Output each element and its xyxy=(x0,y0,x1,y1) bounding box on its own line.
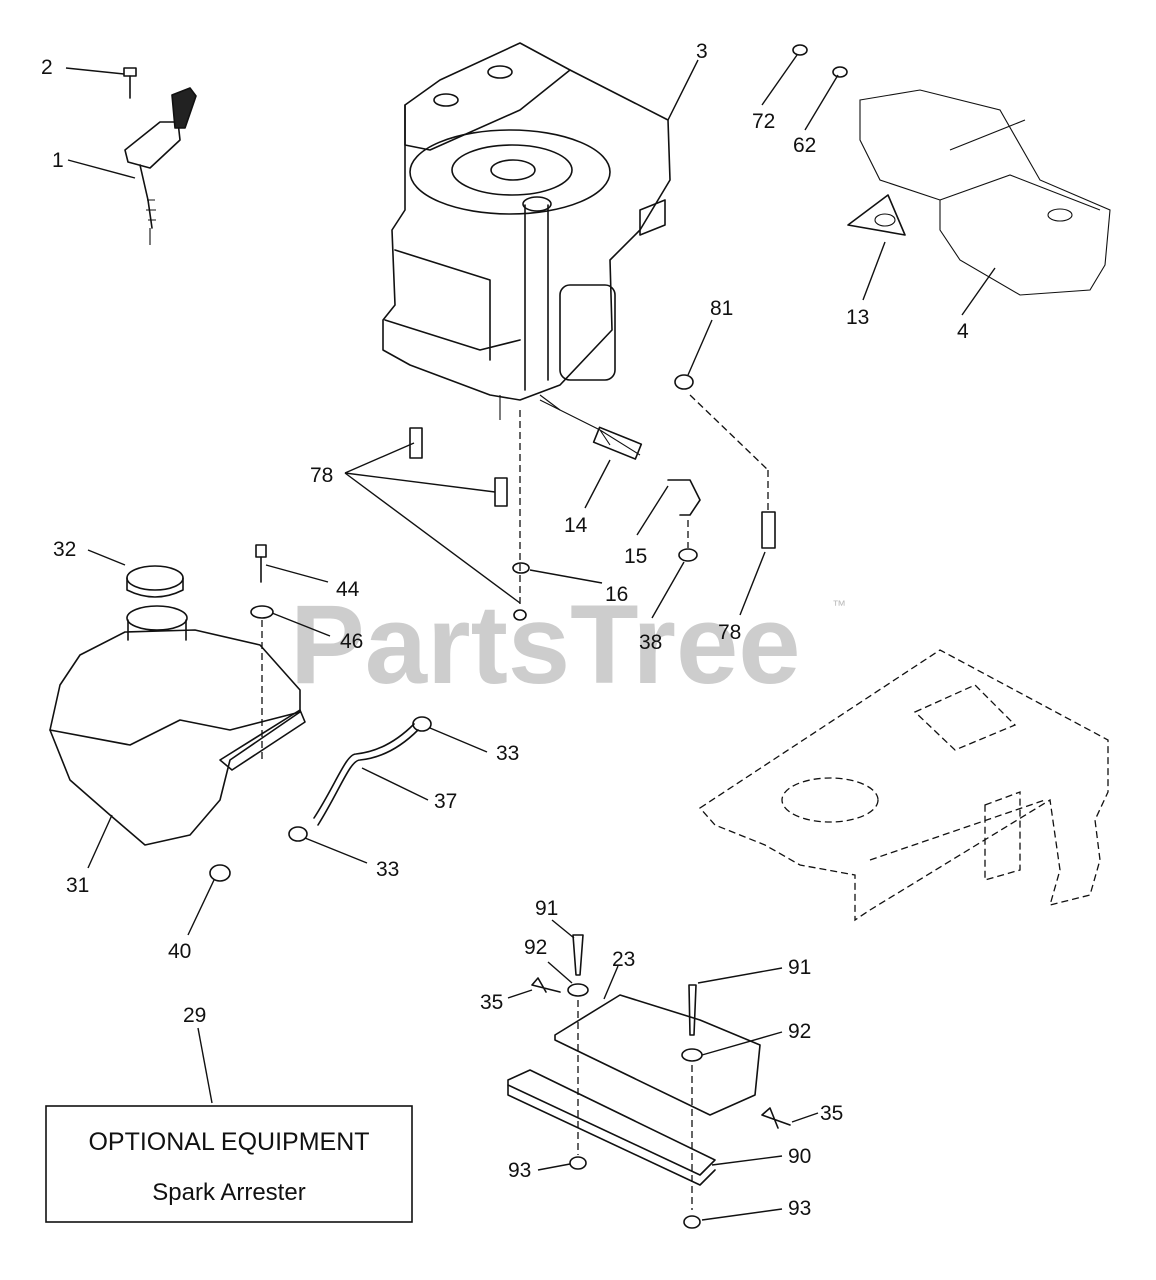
watermark-text: PartsTree xyxy=(290,582,801,707)
callout-90[interactable]: 90 xyxy=(788,1145,811,1168)
optional-equipment-heading: OPTIONAL EQUIPMENT xyxy=(88,1128,369,1156)
fuel-line-part[interactable] xyxy=(288,716,432,842)
callout-4[interactable]: 4 xyxy=(957,320,969,343)
callout-32[interactable]: 32 xyxy=(53,538,76,561)
engine-hardware[interactable] xyxy=(409,374,776,621)
engine-part[interactable] xyxy=(382,42,671,420)
callout-31[interactable]: 31 xyxy=(66,874,89,897)
callout-35-right[interactable]: 35 xyxy=(820,1102,843,1125)
callout-3[interactable]: 3 xyxy=(696,40,708,63)
watermark-trademark: ™ xyxy=(832,597,846,613)
chassis-reference xyxy=(699,649,1109,922)
callout-29[interactable]: 29 xyxy=(183,1004,206,1027)
callout-38[interactable]: 38 xyxy=(639,631,662,654)
callout-93-left[interactable]: 93 xyxy=(508,1159,531,1182)
callout-23[interactable]: 23 xyxy=(612,948,635,971)
callout-37[interactable]: 37 xyxy=(434,790,457,813)
callout-40[interactable]: 40 xyxy=(168,940,191,963)
callout-labels: 2 1 3 72 62 13 4 81 78 14 15 16 38 78 32… xyxy=(41,40,969,1220)
callout-35-left[interactable]: 35 xyxy=(480,991,503,1014)
callout-72[interactable]: 72 xyxy=(752,110,775,133)
callout-91-right[interactable]: 91 xyxy=(788,956,811,979)
callout-44[interactable]: 44 xyxy=(336,578,360,601)
grommet-part[interactable] xyxy=(209,864,231,882)
callout-16[interactable]: 16 xyxy=(605,583,628,606)
callout-92-left[interactable]: 92 xyxy=(524,936,547,959)
callout-81[interactable]: 81 xyxy=(710,297,733,320)
callout-46[interactable]: 46 xyxy=(340,630,363,653)
muffler-part[interactable] xyxy=(792,44,1111,296)
leader-lines xyxy=(65,54,996,1221)
fuel-tank-part[interactable] xyxy=(49,544,306,846)
callout-1[interactable]: 1 xyxy=(52,149,64,172)
callout-2[interactable]: 2 xyxy=(41,56,53,79)
callout-91-left[interactable]: 91 xyxy=(535,897,558,920)
spark-arrester-part[interactable] xyxy=(507,934,791,1229)
callout-62[interactable]: 62 xyxy=(793,134,816,157)
callout-13[interactable]: 13 xyxy=(846,306,869,329)
callout-93-right[interactable]: 93 xyxy=(788,1197,811,1220)
callout-33-top[interactable]: 33 xyxy=(496,742,519,765)
callout-78-left[interactable]: 78 xyxy=(310,464,333,487)
optional-equipment-box: OPTIONAL EQUIPMENT Spark Arrester xyxy=(45,1105,413,1223)
throttle-control-part[interactable] xyxy=(123,67,197,245)
callout-92-right[interactable]: 92 xyxy=(788,1020,811,1043)
callout-78-right[interactable]: 78 xyxy=(718,621,741,644)
callout-33-bottom[interactable]: 33 xyxy=(376,858,399,881)
optional-equipment-item: Spark Arrester xyxy=(152,1179,305,1206)
callout-14[interactable]: 14 xyxy=(564,514,588,537)
callout-15[interactable]: 15 xyxy=(624,545,647,568)
